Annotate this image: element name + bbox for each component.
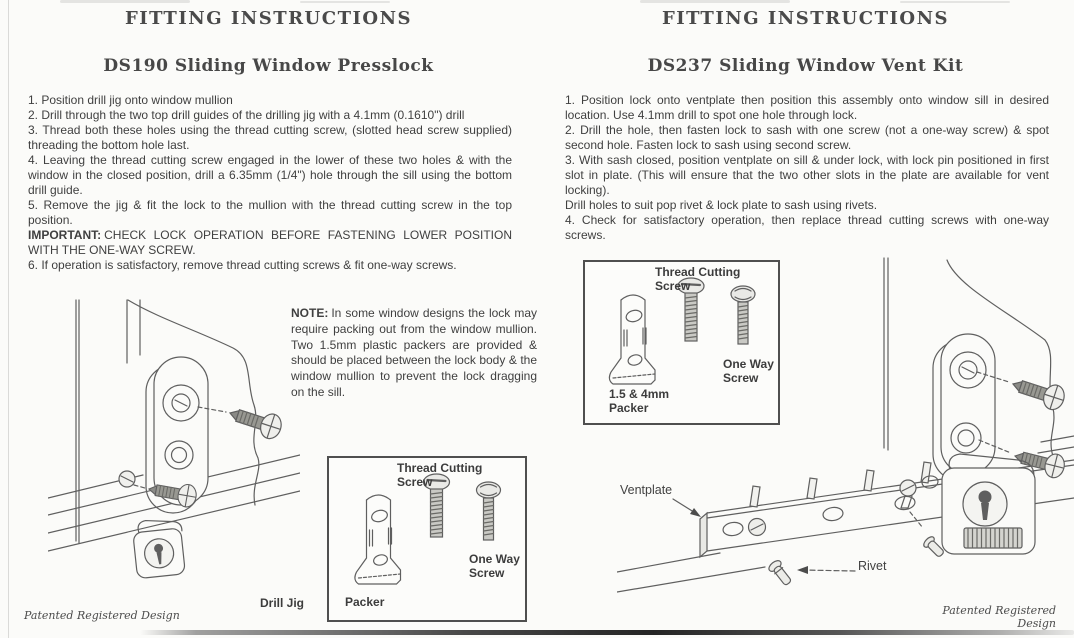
note-block: NOTE:In some window designs the lock may… [291, 306, 537, 401]
scan-smudge [640, 0, 790, 3]
vent-lock-body-icon [941, 453, 1036, 555]
torn-edge-outline [127, 299, 260, 506]
ventplate-hole [894, 495, 916, 511]
screw-icon [1011, 380, 1065, 411]
instruction-steps: 1. Position lock onto ventplate then pos… [565, 93, 1049, 243]
instruction-step: 5. Remove the jig & fit the lock to the … [28, 198, 512, 227]
note-text: In some window designs the lock may requ… [291, 306, 537, 399]
scan-smudge [60, 0, 190, 3]
screw-guide-dashed-line [197, 406, 227, 413]
sill-screw-icon [899, 479, 917, 509]
parts-drawing [354, 473, 502, 585]
parts-box-ds237: Thread Cutting Screw One Way Screw 1.5 &… [583, 260, 780, 425]
scan-smudge [300, 1, 390, 3]
one-way-screw-label: One Way Screw [469, 552, 520, 580]
slotted-screw-head-icon [118, 470, 136, 488]
thread-cutting-screw-icon [422, 473, 451, 538]
instruction-step: 1. Position lock onto ventplate then pos… [565, 93, 1049, 122]
presslock-body-icon [133, 519, 186, 579]
screw-icon [147, 483, 197, 508]
panel-header: FITTING INSTRUCTIONS [124, 8, 413, 29]
rivet-guide-dashed-line [909, 511, 924, 529]
instruction-step: 4. Check for satisfactory operation, the… [565, 213, 1049, 242]
drill-jig-label: Drill Jig [260, 596, 305, 610]
ventplate-slot-tab [749, 485, 761, 508]
ventplate-slot-tab [806, 477, 818, 500]
scan-edge-artifact [8, 0, 9, 638]
instruction-step: 2. Drill through the two top drill guide… [28, 108, 465, 122]
packer-icon [608, 294, 656, 385]
rivet-icon [768, 560, 792, 586]
screw-guide-dashed-line [978, 439, 1012, 454]
thread-cutting-screw-icon [677, 277, 705, 342]
torn-edge-outline [946, 259, 1055, 457]
sill-line [48, 490, 300, 552]
sill-line [617, 566, 766, 593]
screw-icon [1013, 451, 1065, 479]
instruction-step: 3. Thread both these holes using the thr… [28, 123, 512, 152]
ds190-lock-installation-drawing [48, 299, 300, 579]
packer-icon [354, 494, 402, 585]
ventplate-slot-tab [920, 461, 932, 484]
rivet-label: Rivet [858, 559, 887, 573]
plate-screw-head-icon [747, 517, 767, 537]
screw-icon [228, 409, 282, 440]
important-label: IMPORTANT: [28, 228, 102, 242]
screw-guide-dashed-line [976, 371, 1010, 383]
instruction-step: 6. If operation is satisfactory, remove … [28, 258, 457, 272]
thread-cutting-screw-label: Thread Cutting Screw [655, 265, 741, 293]
scan-smudge [900, 1, 1010, 3]
one-way-screw-icon [475, 481, 502, 541]
ventplate-label: Ventplate [620, 483, 673, 497]
parts-drawing [608, 277, 756, 385]
scan-bottom-artifact-bar [140, 630, 1074, 635]
screw-guide-dashed-line [133, 484, 146, 489]
patent-footer: Patented Registered Design [24, 609, 180, 622]
sill-line [617, 552, 721, 573]
sill-line [1037, 446, 1074, 454]
instruction-step: 4. Leaving the thread cutting screw enga… [28, 153, 512, 197]
instruction-step: 2. Drill the hole, then fasten lock to s… [565, 123, 1049, 152]
lock-bracket-drawing [932, 333, 996, 482]
ventplate-hole [822, 506, 844, 522]
rivet-leader-arrow [797, 566, 856, 574]
ds237-installation-drawing [617, 257, 1074, 593]
sill-line [1040, 435, 1074, 443]
patent-footer: Patented Registered Design [942, 604, 1056, 630]
panel-header: FITTING INSTRUCTIONS [661, 8, 950, 29]
ventplate-leader-arrow [672, 498, 701, 517]
packer-label: 1.5 & 4mm Packer [609, 387, 670, 415]
instruction-step: 1. Position drill jig onto window mullio… [28, 93, 233, 107]
important-text: CHECK LOCK OPERATION BEFORE FASTENING LO… [28, 228, 512, 257]
panel-ds190: FITTING INSTRUCTIONS DS190 Sliding Windo… [24, 8, 537, 622]
product-title: DS237 Sliding Window Vent Kit [647, 56, 964, 76]
ventplate-hole [722, 521, 744, 537]
thread-cutting-screw-label: Thread Cutting Screw [397, 461, 483, 489]
one-way-screw-icon [730, 285, 756, 345]
panel-ds237: FITTING INSTRUCTIONS DS237 Sliding Windo… [537, 0, 1074, 638]
ventplate-slot-tab [863, 469, 875, 492]
product-title: DS190 Sliding Window Presslock [103, 56, 434, 76]
instruction-step: Drill holes to suit pop rivet & lock pla… [565, 198, 878, 212]
note-label: NOTE: [291, 306, 329, 320]
one-way-screw-label: One Way Screw [723, 357, 774, 385]
sill-hole [921, 475, 939, 489]
instruction-step: 3. With sash closed, position ventplate … [565, 153, 1049, 197]
packer-label: Packer [345, 595, 385, 609]
instruction-steps: 1. Position drill jig onto window mullio… [28, 93, 512, 273]
rivet-icon [923, 536, 944, 557]
parts-box-ds190: Thread Cutting Screw One Way Screw Packe… [327, 456, 527, 622]
instruction-important: IMPORTANT:CHECK LOCK OPERATION BEFORE FA… [28, 228, 512, 258]
